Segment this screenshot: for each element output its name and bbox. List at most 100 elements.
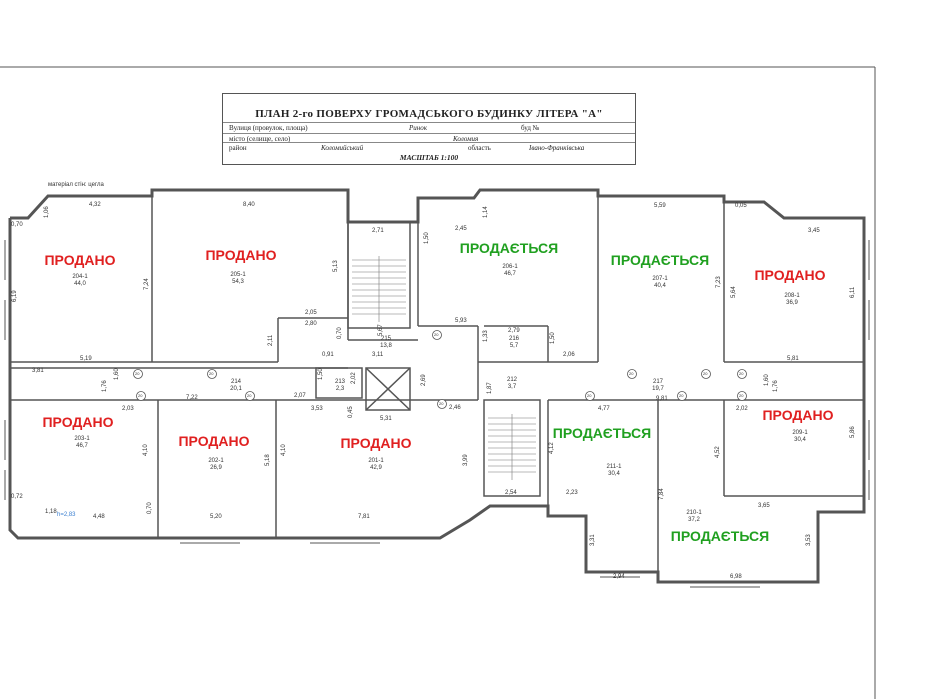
dimension: 5,67 [378, 324, 384, 336]
dimension: 4,48 [93, 514, 105, 520]
dimension: 3,53 [311, 406, 323, 412]
dimension: 8,40 [243, 202, 255, 208]
dimension: 5,59 [654, 203, 666, 209]
dimension: 2,06 [563, 352, 575, 358]
dimension: 3,99 [463, 454, 469, 466]
dimension: 0,70 [337, 327, 343, 339]
dimension: 4,32 [89, 202, 101, 208]
dimension: 2,46 [449, 405, 461, 411]
title-block: ПЛАН 2-го ПОВЕРХУ ГРОМАДСЬКОГО БУДИНКУ Л… [222, 93, 636, 165]
marker-label: 20 [434, 332, 439, 337]
house-label: буд № [521, 124, 540, 132]
dimension: 2,80 [305, 321, 317, 327]
region-value: Івано-Франківська [529, 144, 585, 152]
dimension: 5,18 [265, 454, 271, 466]
room-207-status: ПРОДАЄТЬСЯ [610, 252, 710, 268]
marker-label: 20 [439, 401, 444, 406]
dimension: 2,03 [122, 406, 134, 412]
dimension: 4,10 [281, 444, 287, 456]
dimension: 5,13 [333, 260, 339, 272]
street-value: Ринок [409, 124, 428, 132]
scale: МАСШТАБ 1:100 [399, 153, 459, 162]
dimension: 4,12 [549, 442, 555, 454]
dimension: 2,45 [455, 226, 467, 232]
dimension: 0,70 [147, 502, 153, 514]
windows [4, 240, 870, 588]
marker-label: 20 [739, 371, 744, 376]
dimension: 0,45 [348, 406, 354, 418]
dimension: 9,81 [656, 396, 668, 402]
room-211-status: ПРОДАЄТЬСЯ [552, 425, 652, 441]
inner-walls [10, 196, 864, 572]
dimension: 1,50 [424, 232, 430, 244]
room-209-status: ПРОДАНО [762, 407, 834, 423]
dimension: 2,07 [294, 393, 306, 399]
dimension: 1,60 [764, 374, 770, 386]
plan-title: ПЛАН 2-го ПОВЕРХУ ГРОМАДСЬКОГО БУДИНКУ Л… [255, 108, 603, 120]
dimension: 6,19 [12, 290, 18, 302]
dimension: 3,53 [806, 534, 812, 546]
dimension: 3,31 [590, 534, 596, 546]
dimension: 7,84 [659, 488, 665, 500]
marker-label: 20 [135, 371, 140, 376]
room-205-status: ПРОДАНО [205, 247, 277, 263]
dimension: 3,81 [32, 368, 44, 374]
dimension: 1,33 [483, 330, 489, 342]
region-label: область [468, 144, 491, 152]
room-201-status: ПРОДАНО [340, 435, 412, 451]
dimension: 3,11 [372, 352, 384, 358]
dimension: 0,91 [322, 352, 334, 358]
room-206-status: ПРОДАЄТЬСЯ [459, 240, 559, 256]
street-row: Вулиця (провулок, площа) Ринок буд № [223, 122, 635, 134]
marker-label: 20 [703, 371, 708, 376]
marker-label: 20 [247, 393, 252, 398]
dimension: 7,81 [358, 514, 370, 520]
dimension: 3,65 [758, 503, 770, 509]
dimension: 5,86 [850, 426, 856, 438]
dimension: 1,76 [102, 380, 108, 392]
dimension: 4,52 [715, 446, 721, 458]
city-row: місто (селище, село) Коломия [223, 133, 635, 145]
dimension: 6,11 [850, 286, 856, 298]
marker-label: 20 [739, 393, 744, 398]
room-208-status: ПРОДАНО [754, 267, 826, 283]
dimension: 2,02 [351, 372, 357, 384]
dimension: 5,93 [455, 318, 467, 324]
dimension: 2,02 [736, 406, 748, 412]
marker-label: 20 [209, 371, 214, 376]
dimension: 0,05 [735, 203, 747, 209]
marker-label: 20 [138, 393, 143, 398]
dimension: 1,87 [487, 382, 493, 394]
street-label: Вулиця (провулок, площа) [229, 124, 308, 132]
city-label: місто (селище, село) [229, 135, 291, 143]
dimension: 1,76 [773, 380, 779, 392]
dimension: 0,70 [11, 222, 23, 228]
room-202-status: ПРОДАНО [178, 433, 250, 449]
room-203-status: ПРОДАНО [42, 414, 114, 430]
dimension: 2,54 [505, 490, 517, 496]
corridor-markers [133, 330, 747, 409]
dimension: 2,11 [268, 334, 274, 346]
dimension: 7,24 [144, 278, 150, 290]
stairs [352, 256, 536, 480]
dimension: 1,06 [44, 206, 50, 218]
dimension: 5,20 [210, 514, 222, 520]
dimension: 1,60 [114, 368, 120, 380]
dimension: 1,14 [483, 206, 489, 218]
district-row: район Коломийський область Івано-Франків… [223, 142, 635, 154]
dimension: 7,23 [716, 276, 722, 288]
dimension: 6,98 [730, 574, 742, 580]
marker-label: 20 [587, 393, 592, 398]
dimension: 2,05 [305, 310, 317, 316]
dimension: 2,71 [372, 228, 384, 234]
